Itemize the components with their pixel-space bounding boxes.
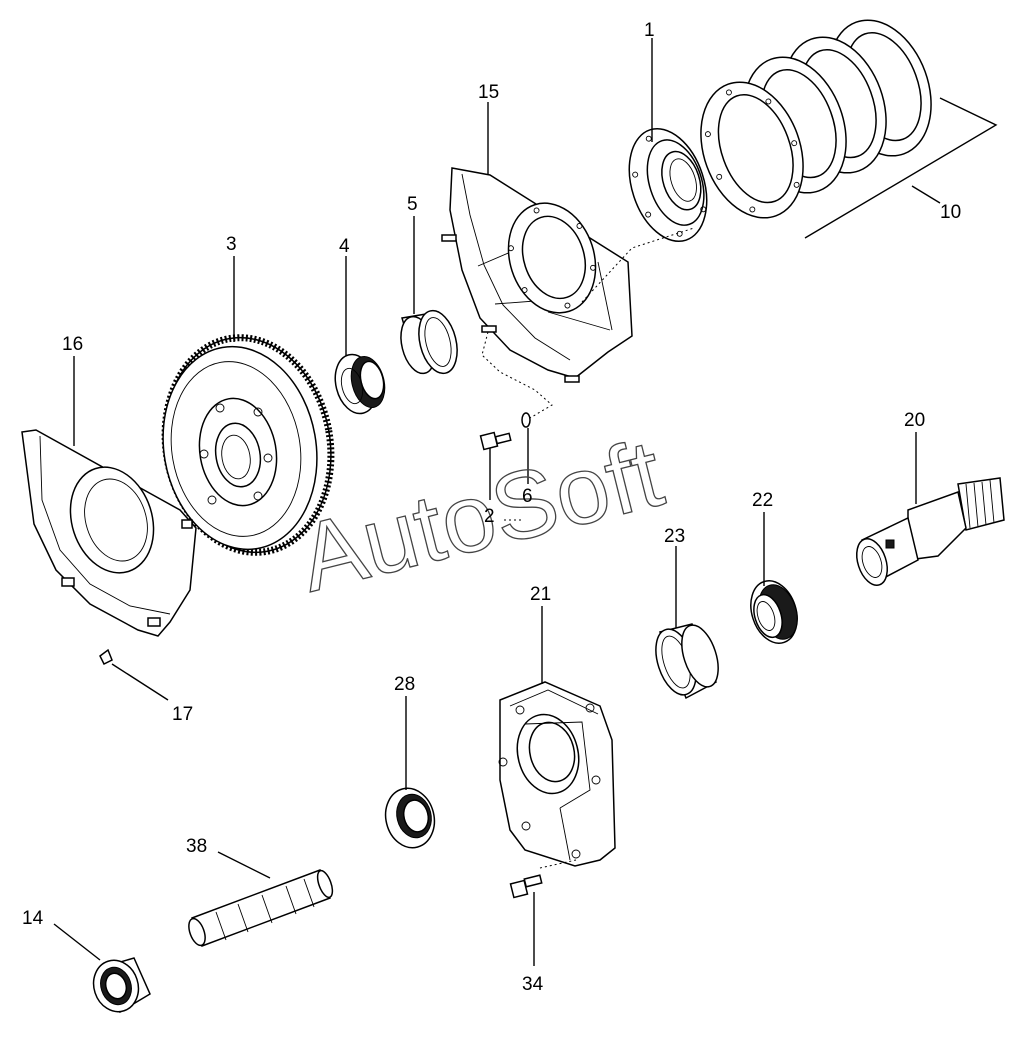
seal-bushing-14 — [92, 957, 151, 1014]
callout-14: 14 — [22, 908, 44, 929]
shaft-20 — [856, 477, 1005, 586]
bolt-2 — [479, 431, 512, 451]
callout-labels: 1 2 3 4 5 6 10 14 15 16 17 20 21 22 23 2… — [22, 20, 961, 995]
callout-4: 4 — [339, 236, 350, 257]
roller-bearing-22 — [750, 580, 798, 644]
watermark: AutoSoft — [289, 419, 672, 612]
gear-3 — [161, 334, 335, 556]
callout-1: 1 — [644, 20, 655, 41]
clip-17 — [99, 648, 113, 666]
callout-22: 22 — [752, 490, 773, 511]
housing-cover-21 — [498, 681, 616, 867]
bolt-34 — [509, 874, 543, 899]
roller-bearing-4 — [334, 353, 386, 415]
callout-2: 2 — [484, 506, 495, 527]
washer-6 — [521, 412, 531, 428]
bearing-cap-1 — [628, 127, 708, 243]
callout-38: 38 — [186, 836, 207, 857]
callout-17: 17 — [172, 704, 193, 725]
housing-15 — [441, 167, 633, 383]
gasket-stack-10 — [700, 19, 998, 239]
callout-23: 23 — [664, 526, 685, 547]
callout-3: 3 — [226, 234, 237, 255]
seal-28 — [384, 787, 436, 849]
callout-6: 6 — [522, 486, 533, 507]
shield-16 — [21, 429, 197, 637]
callout-10: 10 — [940, 202, 961, 223]
bearing-cup-5 — [400, 309, 458, 375]
callout-5: 5 — [407, 194, 418, 215]
callout-28: 28 — [394, 674, 415, 695]
splined-shaft-38 — [188, 869, 334, 947]
bearing-cup-23 — [655, 623, 719, 700]
callout-21: 21 — [530, 584, 551, 605]
callout-34: 34 — [522, 974, 544, 995]
callout-15: 15 — [478, 82, 499, 103]
callout-16: 16 — [62, 334, 83, 355]
callout-20: 20 — [904, 410, 925, 431]
